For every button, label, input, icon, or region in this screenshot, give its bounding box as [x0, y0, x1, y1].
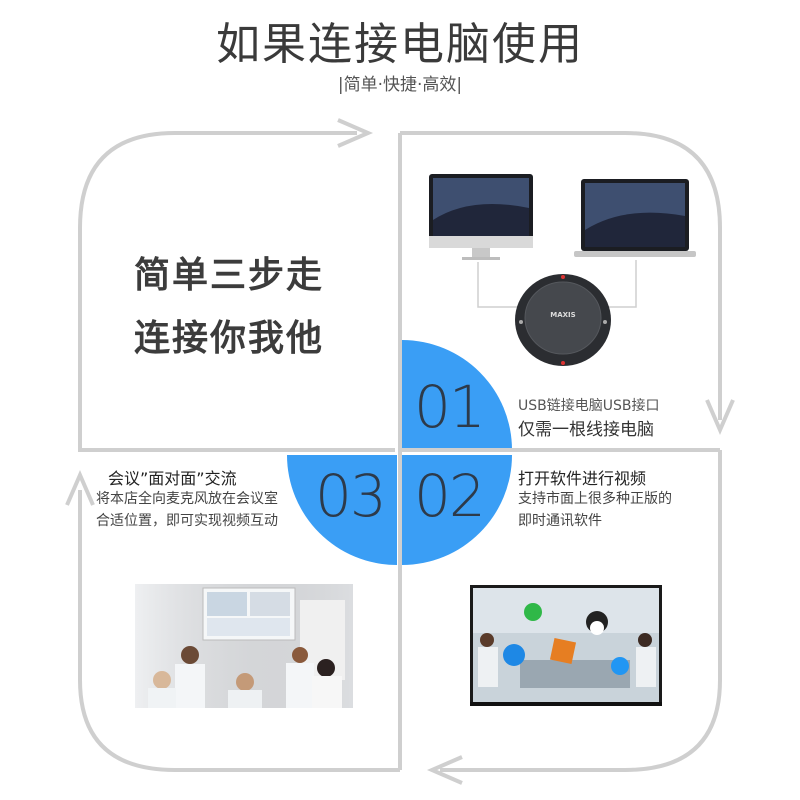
step-02-desc-1: 支持市面上很多种正版的: [518, 491, 672, 507]
intro-line-2: 连接你我他: [134, 318, 325, 359]
step-02-number: 02: [414, 462, 486, 530]
step-03-heading: 会议”面对面”交流: [108, 469, 237, 488]
arrow-down-icon: [705, 399, 735, 436]
page-subtitle: |简单·快捷·高效|: [337, 75, 463, 95]
accent-quarter-03: [287, 455, 397, 565]
step-01-line-1: USB链接电脑USB接口: [518, 398, 660, 414]
frame-bottom-left: [78, 490, 400, 772]
step-01-number: 01: [414, 373, 486, 441]
step-03-desc-2: 合适位置，即可实现视频互动: [96, 513, 278, 529]
step-01-line-2: 仅需一根线接电脑: [518, 420, 654, 440]
device-brand-label: MAXIS: [550, 311, 576, 319]
step-03-number: 03: [315, 462, 387, 530]
frame-top-right: [400, 131, 722, 420]
meeting-photo: [135, 584, 353, 708]
cable-left: [477, 262, 518, 308]
arrow-left-icon: [426, 755, 463, 785]
intro-line-1: 简单三步走: [134, 255, 325, 296]
arrow-right-icon: [337, 118, 374, 148]
accent-quarter-02: [402, 455, 512, 565]
frame-bottom-right: [440, 450, 722, 772]
macbook-illustration: [574, 179, 696, 257]
accent-quarter-01: [402, 340, 512, 450]
imac-illustration: [429, 174, 533, 260]
cable-right: [606, 260, 637, 308]
page-title: 如果连接电脑使用: [216, 19, 584, 70]
step-02-heading: 打开软件进行视频: [518, 469, 647, 488]
step-02-desc-2: 即时通讯软件: [518, 513, 602, 529]
tv-conference-photo: [470, 585, 662, 706]
speakerphone-illustration: [515, 274, 611, 366]
step-03-desc-1: 将本店全向麦克风放在会议室: [96, 491, 278, 507]
frame-top-left: [78, 131, 395, 452]
arrow-up-icon: [65, 469, 95, 506]
